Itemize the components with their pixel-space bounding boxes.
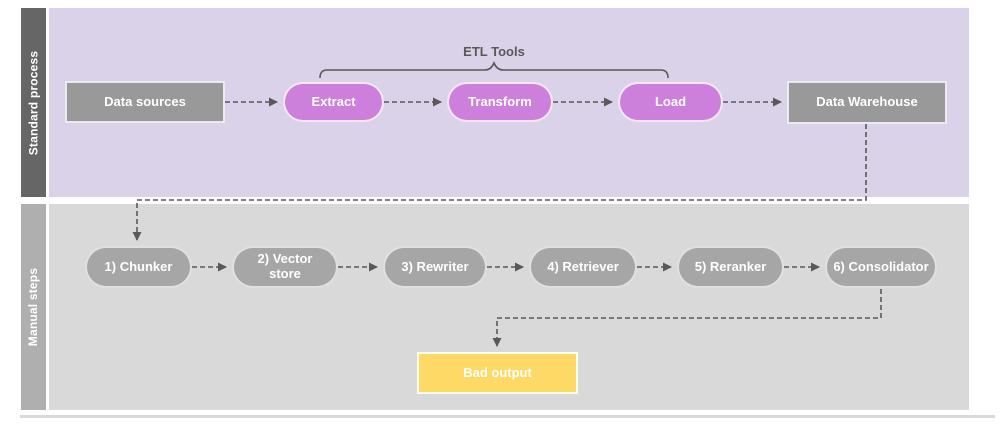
node-bad-output-label: Bad output [463, 364, 532, 380]
node-vector-store: 2) Vector store [232, 246, 338, 288]
lane-label-manual-steps-text: Manual steps [26, 267, 41, 347]
lane-label-standard-process: Standard process [21, 8, 46, 197]
node-data-sources-label: Data sources [104, 93, 186, 109]
node-data-warehouse-label: Data Warehouse [816, 94, 918, 110]
node-transform: Transform [447, 82, 553, 122]
node-load-label: Load [654, 93, 687, 109]
node-data-warehouse: Data Warehouse [787, 81, 947, 124]
node-rewriter: 3) Rewriter [383, 246, 487, 288]
node-load: Load [618, 82, 723, 122]
node-reranker: 5) Reranker [677, 246, 784, 288]
node-data-sources: Data sources [65, 81, 225, 123]
lane-label-manual-steps: Manual steps [21, 204, 46, 410]
node-transform-label: Transform [468, 93, 532, 109]
node-consolidator-label: 6) Consolidator [833, 258, 929, 274]
node-consolidator: 6) Consolidator [825, 246, 937, 288]
node-vector-store-label: 2) Vector store [257, 251, 313, 281]
bottom-divider-line [20, 415, 995, 418]
node-reranker-label: 5) Reranker [694, 258, 767, 274]
etl-tools-label: ETL Tools [463, 44, 525, 59]
node-bad-output: Bad output [417, 352, 578, 394]
node-extract-label: Extract [311, 93, 356, 109]
node-chunker-label: 1) Chunker [104, 258, 173, 274]
node-extract: Extract [283, 82, 384, 122]
node-retriever: 4) Retriever [529, 246, 637, 288]
lane-label-standard-process-text: Standard process [26, 50, 41, 155]
node-chunker: 1) Chunker [85, 246, 192, 288]
node-rewriter-label: 3) Rewriter [401, 258, 469, 274]
node-retriever-label: 4) Retriever [547, 258, 619, 274]
